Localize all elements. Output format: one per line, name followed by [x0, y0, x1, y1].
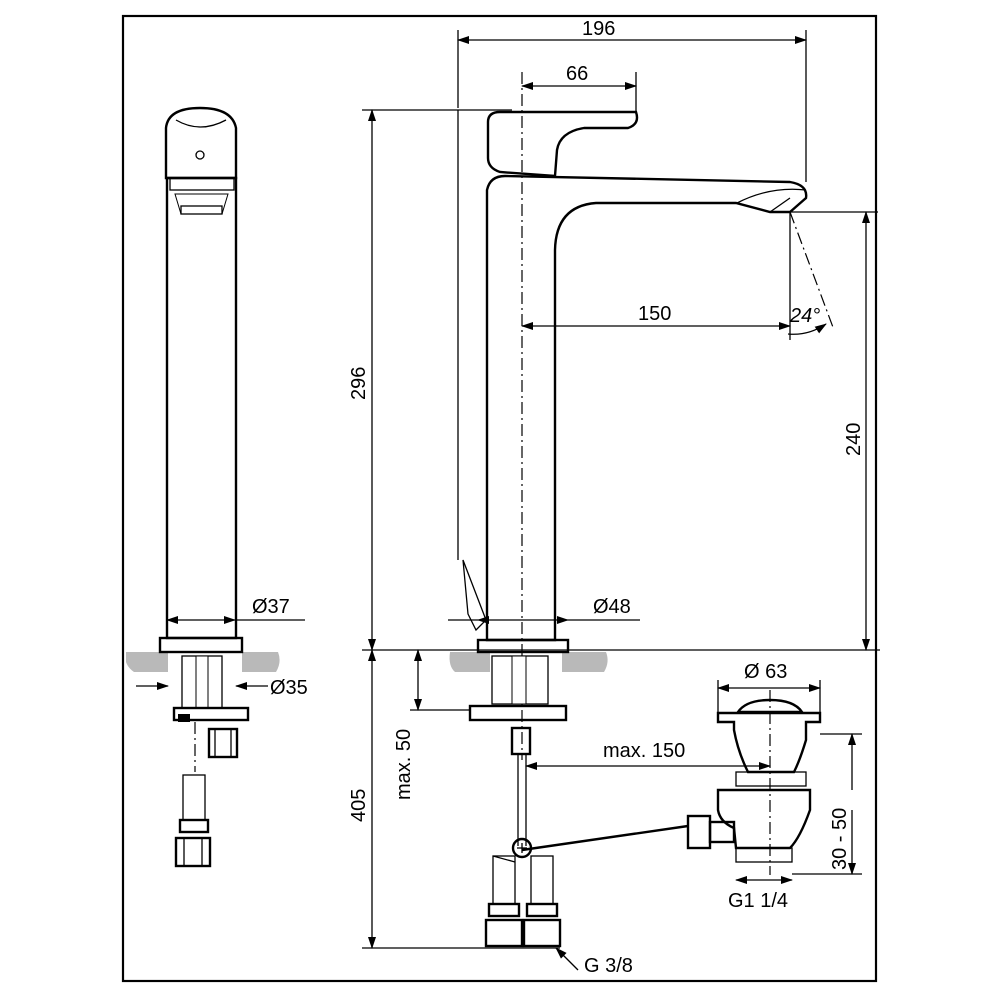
- dim-30-50: 30 - 50: [792, 733, 862, 875]
- label-30-50: 30 - 50: [829, 808, 851, 870]
- dim-196: 196: [457, 18, 807, 182]
- label-240: 240: [843, 423, 865, 456]
- dim-max-50: max. 50: [393, 649, 470, 800]
- dim-405: 405: [348, 649, 560, 949]
- side-view: [126, 106, 280, 868]
- front-view: [449, 72, 808, 948]
- label-296: 296: [348, 367, 370, 400]
- dim-150: 150: [521, 303, 791, 330]
- label-196: 196: [582, 18, 615, 40]
- label-angle-24: 24°: [789, 305, 820, 327]
- dim-diameter-35: Ø35: [136, 677, 308, 699]
- dim-296: 296: [348, 109, 512, 651]
- side-handle: [164, 106, 238, 180]
- label-diameter-35: Ø35: [270, 677, 308, 699]
- label-150: 150: [638, 303, 671, 325]
- dim-g-3-8: G 3/8: [555, 947, 633, 977]
- dim-diameter-63: Ø 63: [717, 661, 821, 713]
- label-max-150: max. 150: [603, 740, 685, 762]
- side-body: [165, 176, 238, 640]
- label-g-3-8: G 3/8: [584, 955, 633, 977]
- dim-66: 66: [521, 63, 637, 112]
- label-405: 405: [348, 789, 370, 822]
- waste-assembly: [686, 690, 822, 875]
- dim-max-150: max. 150: [525, 740, 771, 770]
- dim-diameter-37: Ø37: [166, 596, 305, 624]
- dim-240: 240: [790, 211, 878, 651]
- front-counter: [449, 652, 490, 672]
- label-diameter-63: Ø 63: [744, 661, 787, 683]
- label-diameter-37: Ø37: [252, 596, 290, 618]
- label-g1-1-4: G1 1/4: [728, 890, 788, 912]
- label-66: 66: [566, 63, 588, 85]
- side-counter: [126, 652, 168, 672]
- label-diameter-48: Ø48: [593, 596, 631, 618]
- faucet-handle: [486, 110, 639, 178]
- dim-angle-24: 24°: [787, 211, 835, 340]
- drawing-frame: [121, 14, 878, 983]
- dim-diameter-48: Ø48: [448, 596, 640, 624]
- label-max-50: max. 50: [393, 729, 415, 800]
- faucet-spout: [485, 174, 808, 642]
- dim-g1-1-4: G1 1/4: [728, 876, 793, 912]
